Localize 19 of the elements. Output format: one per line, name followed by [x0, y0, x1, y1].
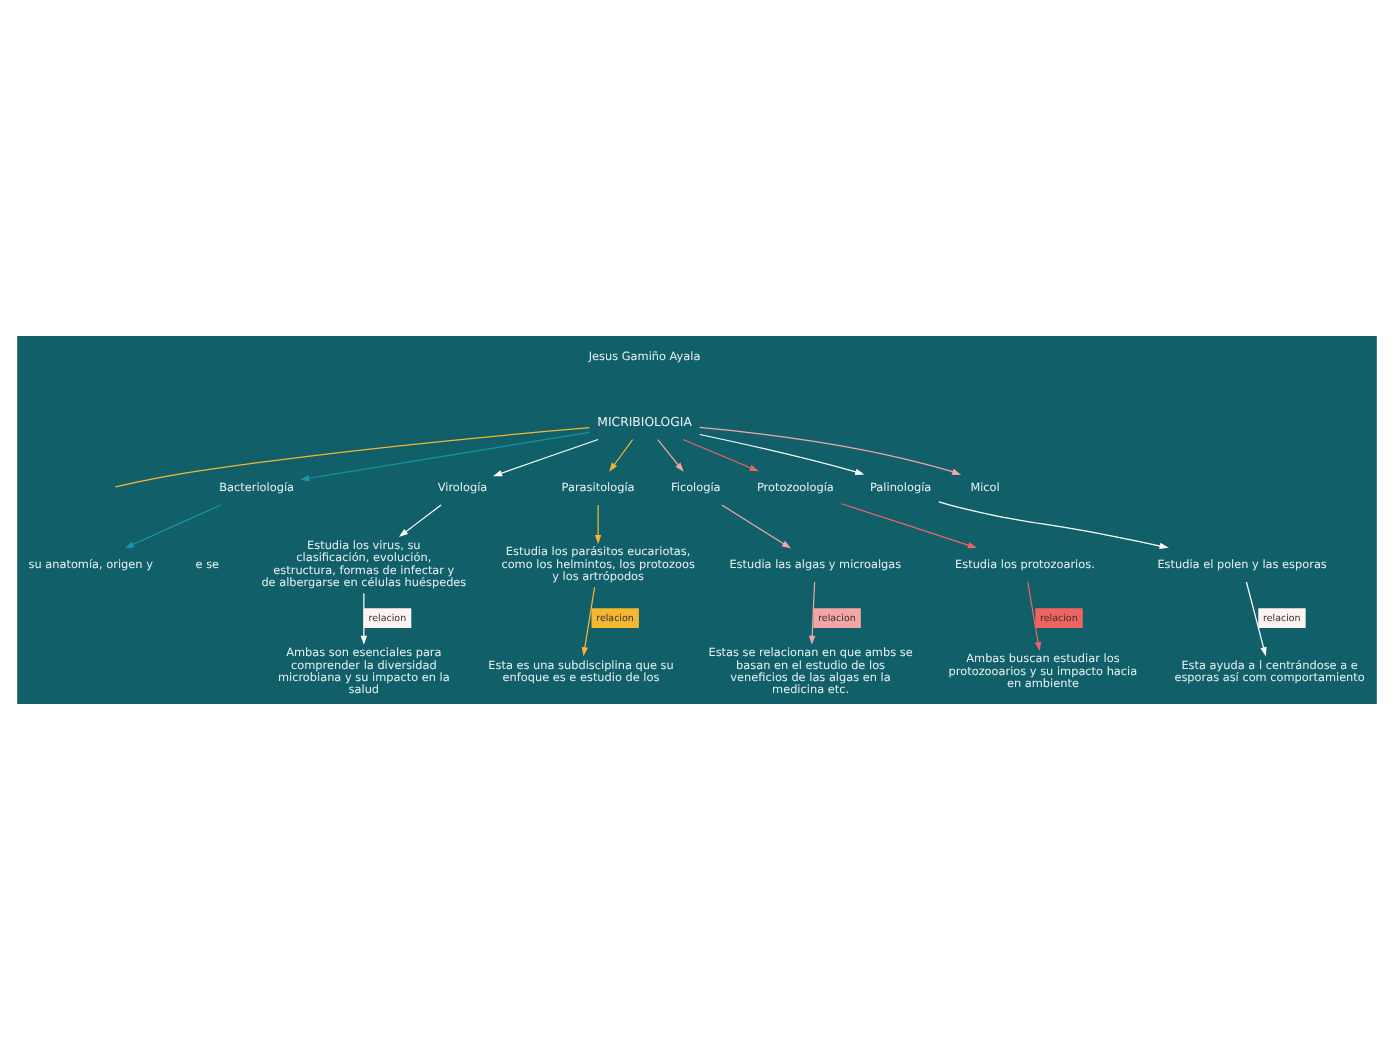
- arrow: [398, 504, 442, 538]
- arrow: [657, 439, 684, 472]
- arrow: [581, 586, 596, 657]
- arrow: [699, 426, 962, 475]
- arrow: [840, 503, 977, 549]
- arrow: [360, 592, 368, 645]
- arrow: [808, 581, 816, 645]
- arrow: [594, 504, 602, 545]
- arrow: [721, 504, 791, 549]
- arrow: [1245, 581, 1267, 657]
- arrow: [609, 439, 634, 472]
- arrow: [938, 501, 1169, 550]
- connector: [114, 427, 591, 488]
- arrow: [124, 504, 222, 549]
- arrow: [699, 433, 865, 475]
- arrow: [300, 431, 591, 482]
- arrow: [493, 438, 599, 477]
- arrow: [682, 438, 759, 472]
- arrow: [1027, 581, 1042, 652]
